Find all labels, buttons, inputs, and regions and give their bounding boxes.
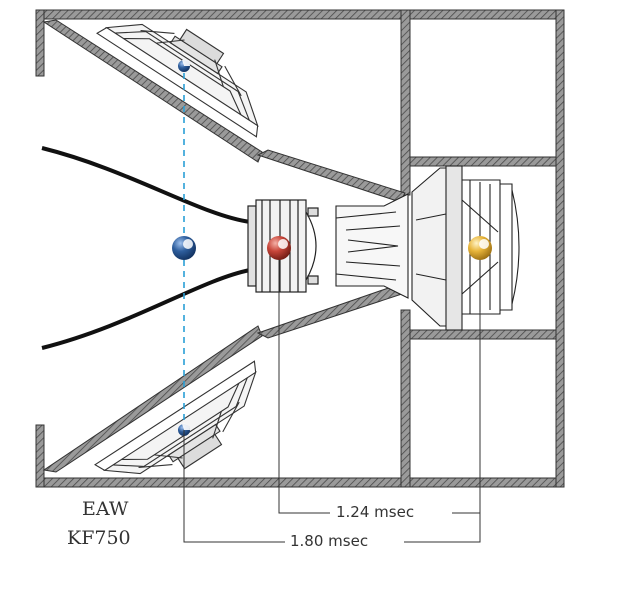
horn-acoustic-center-marker bbox=[172, 236, 196, 260]
horn-baffles bbox=[42, 19, 406, 473]
model-label: KF750 bbox=[67, 527, 131, 549]
hf-driver bbox=[411, 165, 520, 331]
hf-throat bbox=[335, 193, 409, 299]
upper-woofer-center-marker bbox=[178, 59, 191, 72]
delay-hf-label: 1.24 msec bbox=[332, 505, 419, 520]
dimension-line-1-80 bbox=[183, 430, 481, 543]
lower-woofer-center-marker bbox=[178, 423, 191, 436]
upper-woofer bbox=[96, 23, 259, 138]
mid-horn-flare bbox=[41, 146, 251, 350]
delay-lf-label: 1.80 msec bbox=[286, 534, 373, 549]
mid-driver-center-marker bbox=[267, 236, 291, 260]
lower-woofer bbox=[94, 360, 257, 475]
hf-driver-center-marker bbox=[468, 236, 492, 260]
cabinet-enclosure bbox=[35, 9, 565, 488]
brand-label: EAW bbox=[82, 498, 129, 520]
